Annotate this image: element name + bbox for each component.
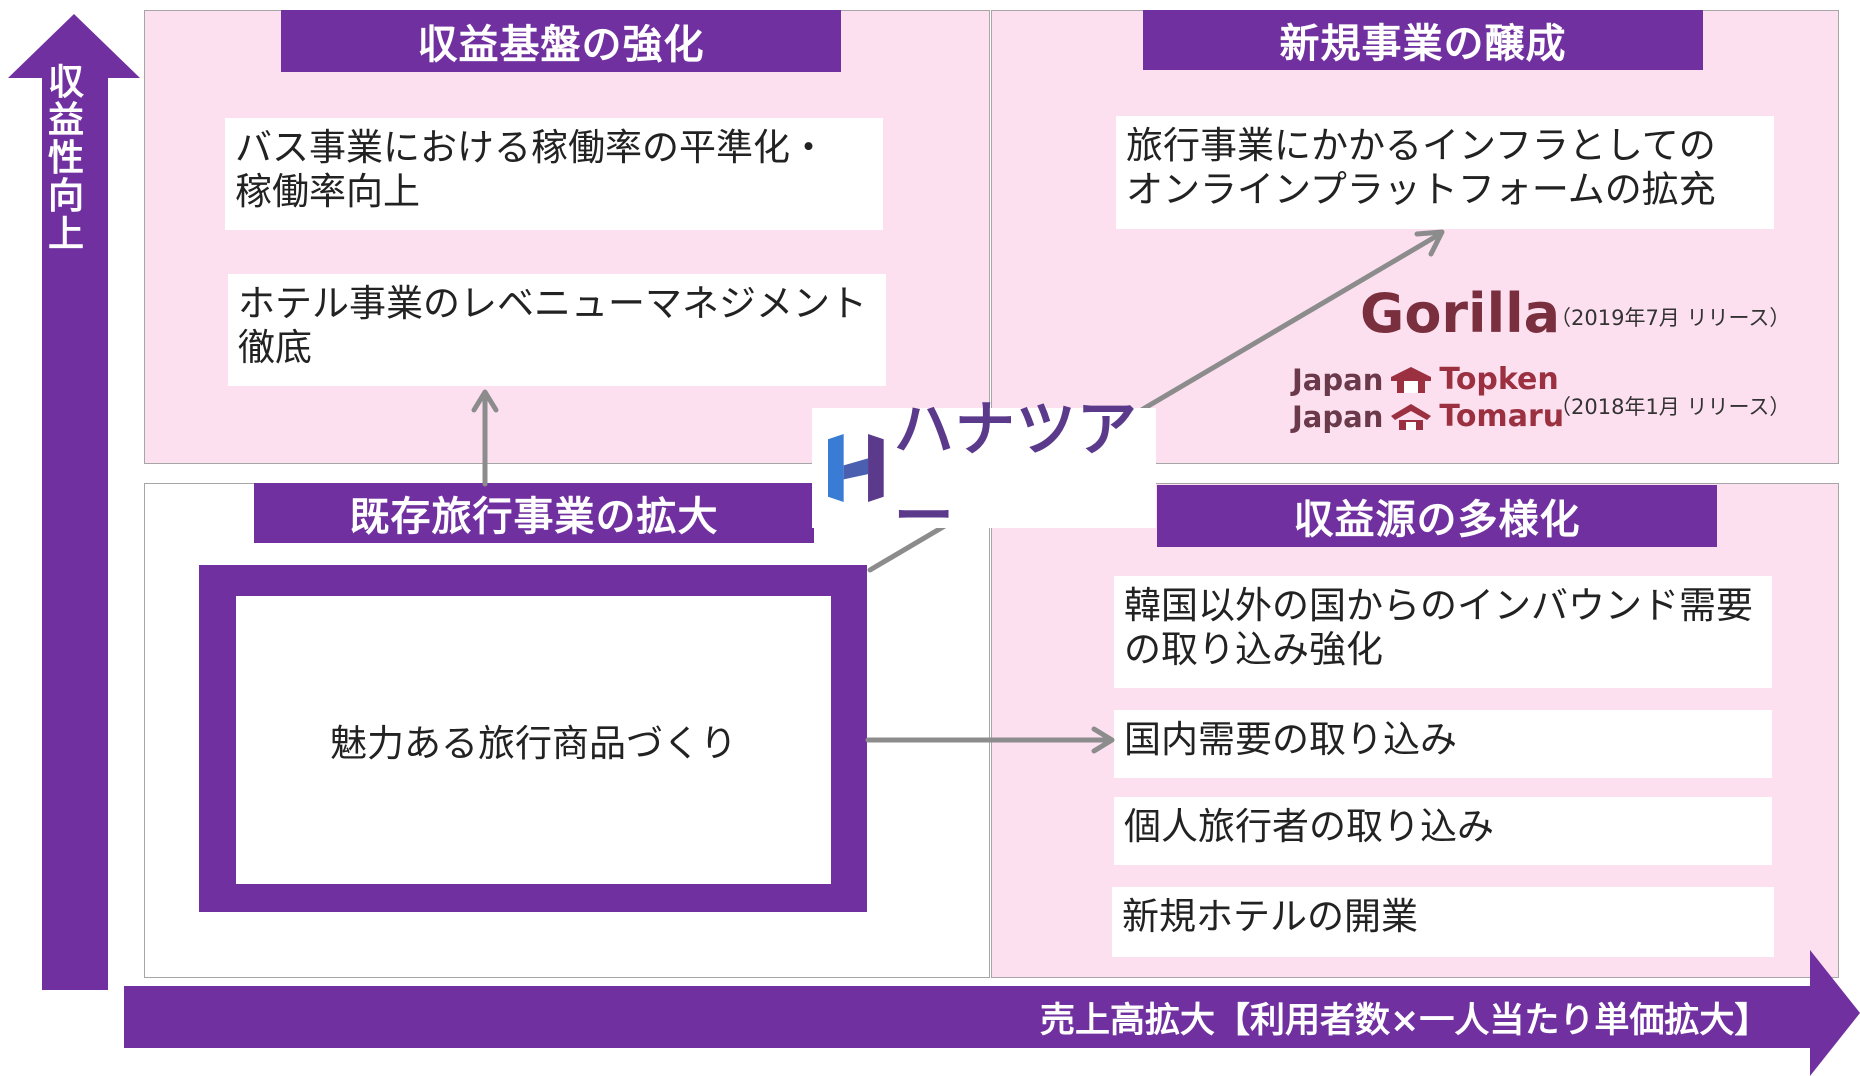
vertical-axis-char: 収 <box>47 62 84 103</box>
vertical-axis-char: 益 <box>47 100 84 141</box>
tomaru-house-icon <box>1391 403 1432 430</box>
item-online-platform: 旅行事業にかかるインフラとしての オンラインプラットフォームの拡充 <box>1116 116 1774 229</box>
topken-release-date: （2018年1月 リリース） <box>1550 395 1791 419</box>
horizontal-axis-arrow <box>124 950 1860 1076</box>
arrow-right-to-diversification <box>865 726 1115 754</box>
topken-text: Topken <box>1439 362 1559 397</box>
item-new-hotel: 新規ホテルの開業 <box>1112 887 1774 957</box>
topken-logo: Japan Topken <box>1292 362 1559 397</box>
topken-prefix: Japan <box>1292 362 1384 397</box>
gorilla-release-date: （2019年7月 リリース） <box>1550 306 1791 330</box>
tomaru-logo: Japan Tomaru <box>1292 399 1564 434</box>
title-band-top-left: 収益基盤の強化 <box>281 10 841 72</box>
title-band-top-right: 新規事業の醸成 <box>1143 10 1703 70</box>
core-box-label: 魅力ある旅行商品づくり <box>330 722 737 765</box>
item-individual-travelers: 個人旅行者の取り込み <box>1114 797 1772 865</box>
vertical-axis-char: 向 <box>47 176 84 217</box>
item-domestic-demand: 国内需要の取り込み <box>1114 710 1772 778</box>
item-hotel-revenue-management: ホテル事業のレベニューマネジメント 徹底 <box>228 274 886 386</box>
company-logo-text: ハナツアー <box>893 395 1138 552</box>
hana-h-icon <box>828 434 884 502</box>
tomaru-text: Tomaru <box>1439 399 1565 434</box>
vertical-axis-arrow <box>8 14 140 990</box>
title-band-bottom-left: 既存旅行事業の拡大 <box>254 483 814 543</box>
core-box: 魅力ある旅行商品づくり <box>236 596 831 884</box>
item-inbound-demand: 韓国以外の国からのインバウンド需要 の取り込み強化 <box>1114 576 1772 688</box>
vertical-axis-label: 収 益 性 向 上 <box>46 64 86 254</box>
vertical-axis-char: 上 <box>47 214 84 255</box>
item-bus-utilization: バス事業における稼働率の平準化・ 稼働率向上 <box>225 118 883 230</box>
gorilla-logo-text: Gorilla <box>1360 282 1561 345</box>
company-logo: ハナツアー <box>812 395 1156 552</box>
vertical-axis-char: 性 <box>47 138 84 179</box>
horizontal-axis-label: 売上高拡大【利用者数×一人当たり単価拡大】 <box>1040 1001 1770 1041</box>
topken-house-icon <box>1391 366 1432 393</box>
tomaru-prefix: Japan <box>1292 399 1384 434</box>
quadrant-top-left <box>144 10 990 464</box>
title-band-bottom-right: 収益源の多様化 <box>1157 485 1717 547</box>
gorilla-logo: Gorilla <box>1360 282 1560 345</box>
arrow-up-to-revenue-base <box>471 389 499 487</box>
